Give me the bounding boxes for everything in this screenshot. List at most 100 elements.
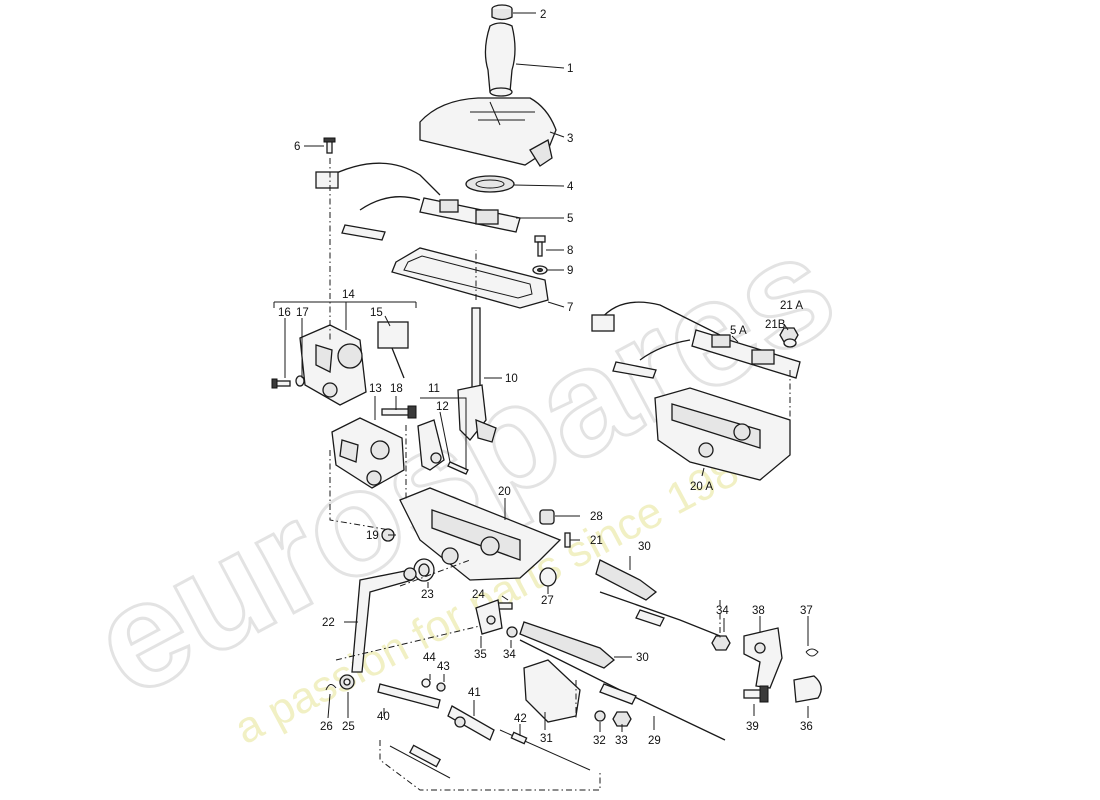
label-3: 3 <box>567 133 573 145</box>
label-4: 4 <box>567 181 574 193</box>
label-13: 13 <box>369 383 382 395</box>
lever-arm-part <box>351 567 417 673</box>
pin-part-21 <box>564 532 571 548</box>
clip-part-37 <box>805 648 819 657</box>
label-21: 21 <box>590 535 603 547</box>
label-26: 26 <box>320 721 333 733</box>
bolt-part-24 <box>497 602 513 610</box>
label-39: 39 <box>746 721 759 733</box>
rod-part-lower <box>389 744 451 779</box>
bolt-part-18 <box>381 405 417 419</box>
plate-part-31 <box>523 659 581 723</box>
label-18: 18 <box>390 383 403 395</box>
label-42: 42 <box>514 713 527 725</box>
boot-part-36 <box>793 675 822 703</box>
bracket-part-35 <box>475 599 503 635</box>
label-40: 40 <box>377 711 390 723</box>
lever-part-11 <box>417 419 445 471</box>
label-2: 2 <box>540 9 546 21</box>
label-34a: 34 <box>716 605 729 617</box>
label-35: 35 <box>474 649 487 661</box>
nut-part-34b <box>506 626 518 638</box>
label-22: 22 <box>322 617 335 629</box>
label-27: 27 <box>541 595 554 607</box>
label-15: 15 <box>370 307 383 319</box>
indicator-board-part <box>315 162 521 241</box>
label-28: 28 <box>590 511 603 523</box>
cable-part-29 <box>519 591 726 741</box>
label-20a: 20 A <box>690 481 713 493</box>
assembly-dash-lines <box>329 158 791 791</box>
label-29: 29 <box>648 735 661 747</box>
bolt-part-8 <box>534 235 546 257</box>
label-17: 17 <box>296 307 309 319</box>
washer-part-9 <box>532 265 548 275</box>
label-33: 33 <box>615 735 628 747</box>
washer-part-21b <box>783 338 797 348</box>
nut-part-34a <box>711 635 731 651</box>
nut-part-33 <box>612 711 632 727</box>
label-43: 43 <box>437 661 450 673</box>
label-9: 9 <box>567 265 573 277</box>
rod-part-40 <box>377 683 441 709</box>
bracket-housing-part <box>399 487 562 581</box>
indicator-board-part-5a <box>591 301 801 379</box>
label-38: 38 <box>752 605 765 617</box>
washer-part-44 <box>421 678 431 688</box>
label-30a: 30 <box>638 541 651 553</box>
grommet-part-27 <box>539 567 557 587</box>
label-30b: 30 <box>636 652 649 664</box>
label-8: 8 <box>567 245 573 257</box>
label-21a: 21 A <box>780 300 803 312</box>
housing-part-20a <box>654 387 791 481</box>
label-25: 25 <box>342 721 355 733</box>
nut-part-43 <box>436 682 446 692</box>
shift-lever-part <box>457 307 497 443</box>
rod-part-42 <box>499 729 591 771</box>
pin-part-12 <box>447 461 469 475</box>
screw-part-6 <box>323 137 336 154</box>
selector-knob-part <box>484 22 516 97</box>
label-11: 11 <box>428 383 440 395</box>
solenoid-part-15 <box>377 321 409 379</box>
gasket-part <box>391 247 549 309</box>
grommet-part-23 <box>413 558 435 582</box>
bellows-part-30b <box>519 621 616 669</box>
label-5a: 5 A <box>730 325 747 337</box>
bushing-part-28 <box>539 509 555 525</box>
label-19: 19 <box>366 530 379 542</box>
label-16: 16 <box>278 307 291 319</box>
leader-lines <box>273 12 809 736</box>
label-36: 36 <box>800 721 813 733</box>
label-5: 5 <box>567 213 573 225</box>
part-labels: 2 1 3 4 5 8 9 7 6 14 16 17 15 10 13 18 1… <box>278 9 813 747</box>
label-7: 7 <box>567 302 573 314</box>
circlip-part-26 <box>325 684 337 691</box>
shift-gate-cover-part <box>419 97 557 167</box>
felt-disc-part <box>465 175 515 193</box>
label-1: 1 <box>567 63 573 75</box>
label-41: 41 <box>468 687 481 699</box>
label-44: 44 <box>423 652 436 664</box>
label-6: 6 <box>294 141 300 153</box>
label-23: 23 <box>421 589 434 601</box>
label-21b: 21B <box>765 319 786 331</box>
bracket-part-38 <box>743 627 783 689</box>
screw-part-16 <box>271 378 291 389</box>
label-32: 32 <box>593 735 606 747</box>
lock-housing-part <box>331 417 405 489</box>
solenoid-housing-part <box>299 324 367 406</box>
label-24: 24 <box>472 589 485 601</box>
knob-cap-part <box>491 4 513 21</box>
label-20: 20 <box>498 486 511 498</box>
label-34b: 34 <box>503 649 516 661</box>
bolt-part-39 <box>743 685 769 703</box>
bellows-part-30a <box>595 559 658 601</box>
label-14: 14 <box>342 289 355 301</box>
label-37: 37 <box>800 605 813 617</box>
washer-part-32 <box>594 710 606 722</box>
label-31: 31 <box>540 733 553 745</box>
link-part-41 <box>447 705 495 741</box>
label-10: 10 <box>505 373 518 385</box>
